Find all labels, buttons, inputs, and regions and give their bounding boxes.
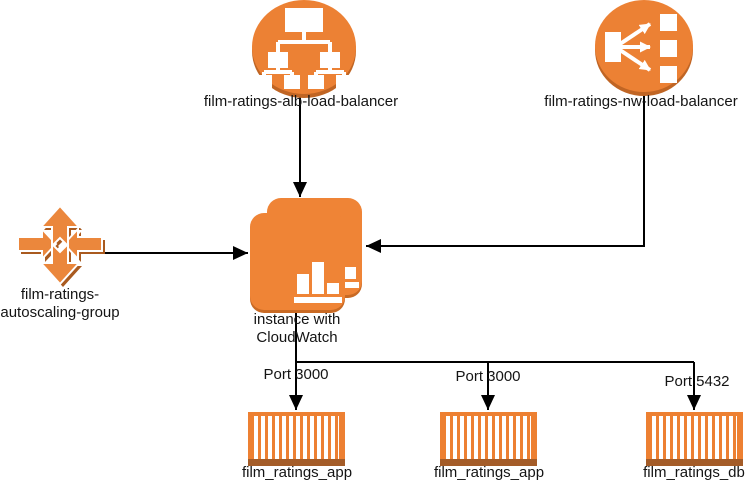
edge-instance-trunk [295, 308, 694, 363]
container-icon [446, 416, 531, 459]
instance-front-square [250, 213, 345, 310]
autoscaling-group-label: film-ratings- autoscaling-group [0, 286, 119, 322]
edge-nwlb-to-instance [366, 92, 645, 253]
classic-load-balancer-icon [256, 8, 352, 89]
port-label-app-2: Port 3000 [455, 368, 521, 385]
network-load-balancer-icon [605, 14, 677, 83]
container-label-app-1: film_ratings_app [241, 464, 353, 481]
autoscaling-group-label-line2: autoscaling-group [0, 304, 120, 321]
container-node-app-2[interactable] [440, 412, 537, 466]
nw-load-balancer-node[interactable] [595, 0, 693, 96]
container-base-band [440, 459, 537, 466]
alb-load-balancer-node[interactable] [252, 0, 356, 98]
edges [101, 92, 701, 410]
container-label-db: film_ratings_db [643, 464, 745, 481]
autoscaling-group-node[interactable] [17, 204, 105, 287]
cloudwatch-bars-front [294, 262, 342, 303]
instance-label: instance with CloudWatch [254, 311, 341, 347]
container-label-app-2: film_ratings_app [433, 464, 545, 481]
container-base-band [646, 459, 743, 466]
container-node-app-1[interactable] [248, 412, 345, 466]
instance-label-line2: CloudWatch [256, 329, 338, 346]
container-icon [254, 416, 339, 459]
nw-load-balancer-label: film-ratings-nw-load-balancer [544, 93, 738, 110]
container-base-band [248, 459, 345, 466]
autoscaling-group-label-line1: film-ratings- [20, 286, 100, 303]
port-label-app-1: Port 3000 [263, 366, 329, 383]
autoscaling-arrows-icon [17, 204, 105, 287]
instance-label-line1: instance with [253, 311, 341, 328]
container-node-db[interactable] [646, 412, 743, 466]
container-icon [652, 416, 737, 459]
alb-load-balancer-label: film-ratings-alb-load-balancer [203, 93, 399, 110]
instance-cloudwatch-node[interactable] [250, 198, 362, 313]
port-label-db: Port 5432 [664, 373, 730, 390]
